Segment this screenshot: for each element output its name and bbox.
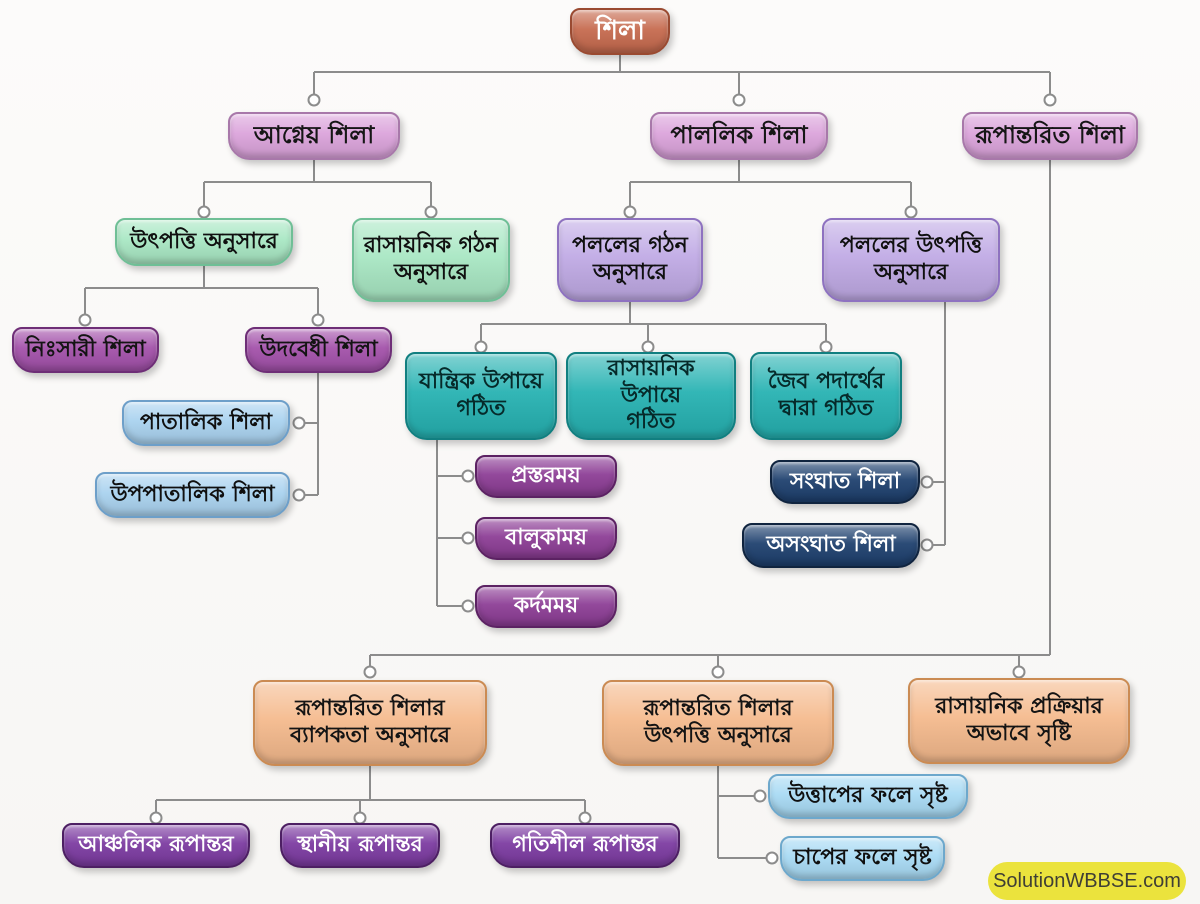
watermark-label: SolutionWBBSE.com	[993, 869, 1181, 892]
node-label-rock-root: শিলা	[595, 15, 645, 46]
connector-dot	[461, 469, 475, 483]
node-label-by-meta-origin: রূপান্তরিত শিলার উৎপত্তি অনুসারে	[643, 696, 793, 748]
connector-dot	[461, 599, 475, 613]
connector-dot	[711, 665, 725, 679]
connector-dot	[353, 811, 367, 825]
connector-dot	[474, 340, 488, 354]
node-without-chemical-process: রাসায়নিক প্রক্রিয়ার অভাবে সৃষ্টি	[908, 678, 1130, 764]
connector-dot	[461, 531, 475, 545]
node-by-sediment-origin: পললের উৎপত্তি অনুসারে	[822, 218, 1000, 302]
node-label-by-sediment-origin: পললের উৎপত্তি অনুসারে	[839, 233, 983, 285]
node-local-metamorphism: স্থানীয় রূপান্তর	[280, 823, 440, 868]
node-psammite: বালুকাময়	[475, 517, 617, 560]
node-formed-by-heat: উত্তাপের ফলে সৃষ্ট	[768, 774, 968, 819]
node-label-intrusive-rock: উদবেধী শিলা	[259, 336, 378, 362]
node-label-metamorphic-rock: রূপান্তরিত শিলা	[975, 121, 1125, 150]
connector-dot	[904, 205, 918, 219]
node-by-origin: উৎপত্তি অনুসারে	[115, 218, 293, 266]
node-by-sediment-structure: পললের গঠন অনুসারে	[557, 218, 703, 302]
node-igneous-rock: আগ্নেয় শিলা	[228, 112, 400, 160]
connector-dot	[311, 313, 325, 327]
connector-dot	[307, 93, 321, 107]
node-label-by-sediment-structure: পললের গঠন অনুসারে	[572, 233, 688, 285]
node-organically-formed: জৈব পদার্থের দ্বারা গঠিত	[750, 352, 902, 440]
node-chemically-formed: রাসায়নিক উপায়ে গঠিত	[566, 352, 736, 440]
node-mechanically-formed: যান্ত্রিক উপায়ে গঠিত	[405, 352, 557, 440]
connector-dot	[920, 475, 934, 489]
node-by-meta-origin: রূপান্তরিত শিলার উৎপত্তি অনুসারে	[602, 680, 834, 766]
connector-dot	[292, 488, 306, 502]
node-rock-root: শিলা	[570, 8, 670, 55]
node-extrusive-rock: নিঃসারী শিলা	[12, 327, 159, 373]
node-label-pelite: কর্দমময়	[513, 593, 579, 619]
node-label-plutonic-rock: পাতালিক শিলা	[139, 409, 273, 435]
connector-dot	[765, 851, 779, 865]
connector-dot	[363, 665, 377, 679]
connector-dot	[292, 416, 306, 430]
node-label-extrusive-rock: নিঃসারী শিলা	[25, 336, 146, 362]
connector-dot	[641, 340, 655, 354]
node-clastic-rock: সংঘাত শিলা	[770, 460, 920, 504]
node-label-mechanically-formed: যান্ত্রিক উপায়ে গঠিত	[419, 369, 543, 421]
connector-dot	[197, 205, 211, 219]
node-label-dynamic-metamorphism: গতিশীল রূপান্তর	[512, 832, 658, 858]
node-label-chemically-formed: রাসায়নিক উপায়ে গঠিত	[607, 355, 695, 435]
node-label-formed-by-pressure: চাপের ফলে সৃষ্ট	[793, 845, 932, 871]
node-label-clastic-rock: সংঘাত শিলা	[789, 468, 901, 494]
connector-dot	[149, 811, 163, 825]
connector-dot	[1012, 665, 1026, 679]
node-label-by-chemical-composition: রাসায়নিক গঠন অনুসারে	[363, 233, 499, 285]
connector-dot	[78, 313, 92, 327]
node-dynamic-metamorphism: গতিশীল রূপান্তর	[490, 823, 680, 868]
connector-dot	[753, 789, 767, 803]
connector-dot	[623, 205, 637, 219]
connector-dot	[920, 538, 934, 552]
node-label-without-chemical-process: রাসায়নিক প্রক্রিয়ার অভাবে সৃষ্টি	[935, 694, 1103, 746]
connector-dot	[578, 811, 592, 825]
node-label-formed-by-heat: উত্তাপের ফলে সৃষ্ট	[788, 783, 948, 809]
node-label-sedimentary-rock: পাললিক শিলা	[670, 121, 808, 150]
connector-dot	[1043, 93, 1057, 107]
connector-dot	[819, 340, 833, 354]
node-label-by-extent: রূপান্তরিত শিলার ব্যাপকতা অনুসারে	[290, 696, 450, 748]
node-label-igneous-rock: আগ্নেয় শিলা	[253, 121, 375, 150]
node-label-regional-metamorphism: আঞ্চলিক রূপান্তর	[78, 832, 234, 858]
node-by-chemical-composition: রাসায়নিক গঠন অনুসারে	[352, 218, 510, 302]
node-label-organically-formed: জৈব পদার্থের দ্বারা গঠিত	[767, 369, 885, 421]
node-plutonic-rock: পাতালিক শিলা	[122, 400, 290, 446]
node-label-non-clastic-rock: অসংঘাত শিলা	[766, 532, 896, 558]
node-label-local-metamorphism: স্থানীয় রূপান্তর	[297, 832, 423, 858]
connector-dot	[732, 93, 746, 107]
node-label-psammite: বালুকাময়	[505, 525, 587, 551]
node-regional-metamorphism: আঞ্চলিক রূপান্তর	[62, 823, 250, 868]
connector-dot	[424, 205, 438, 219]
watermark-badge: SolutionWBBSE.com	[988, 862, 1186, 900]
node-non-clastic-rock: অসংঘাত শিলা	[742, 523, 920, 568]
node-hypabyssal-rock: উপপাতালিক শিলা	[95, 472, 290, 518]
node-label-hypabyssal-rock: উপপাতালিক শিলা	[110, 481, 275, 507]
node-label-by-origin: উৎপত্তি অনুসারে	[130, 228, 278, 254]
node-psephite: প্রস্তরময়	[475, 455, 617, 498]
node-sedimentary-rock: পাললিক শিলা	[650, 112, 828, 160]
node-metamorphic-rock: রূপান্তরিত শিলা	[962, 112, 1138, 160]
node-by-extent: রূপান্তরিত শিলার ব্যাপকতা অনুসারে	[253, 680, 487, 766]
node-formed-by-pressure: চাপের ফলে সৃষ্ট	[780, 836, 945, 881]
node-pelite: কর্দমময়	[475, 585, 617, 628]
node-intrusive-rock: উদবেধী শিলা	[245, 327, 392, 373]
node-label-psephite: প্রস্তরময়	[511, 463, 581, 489]
